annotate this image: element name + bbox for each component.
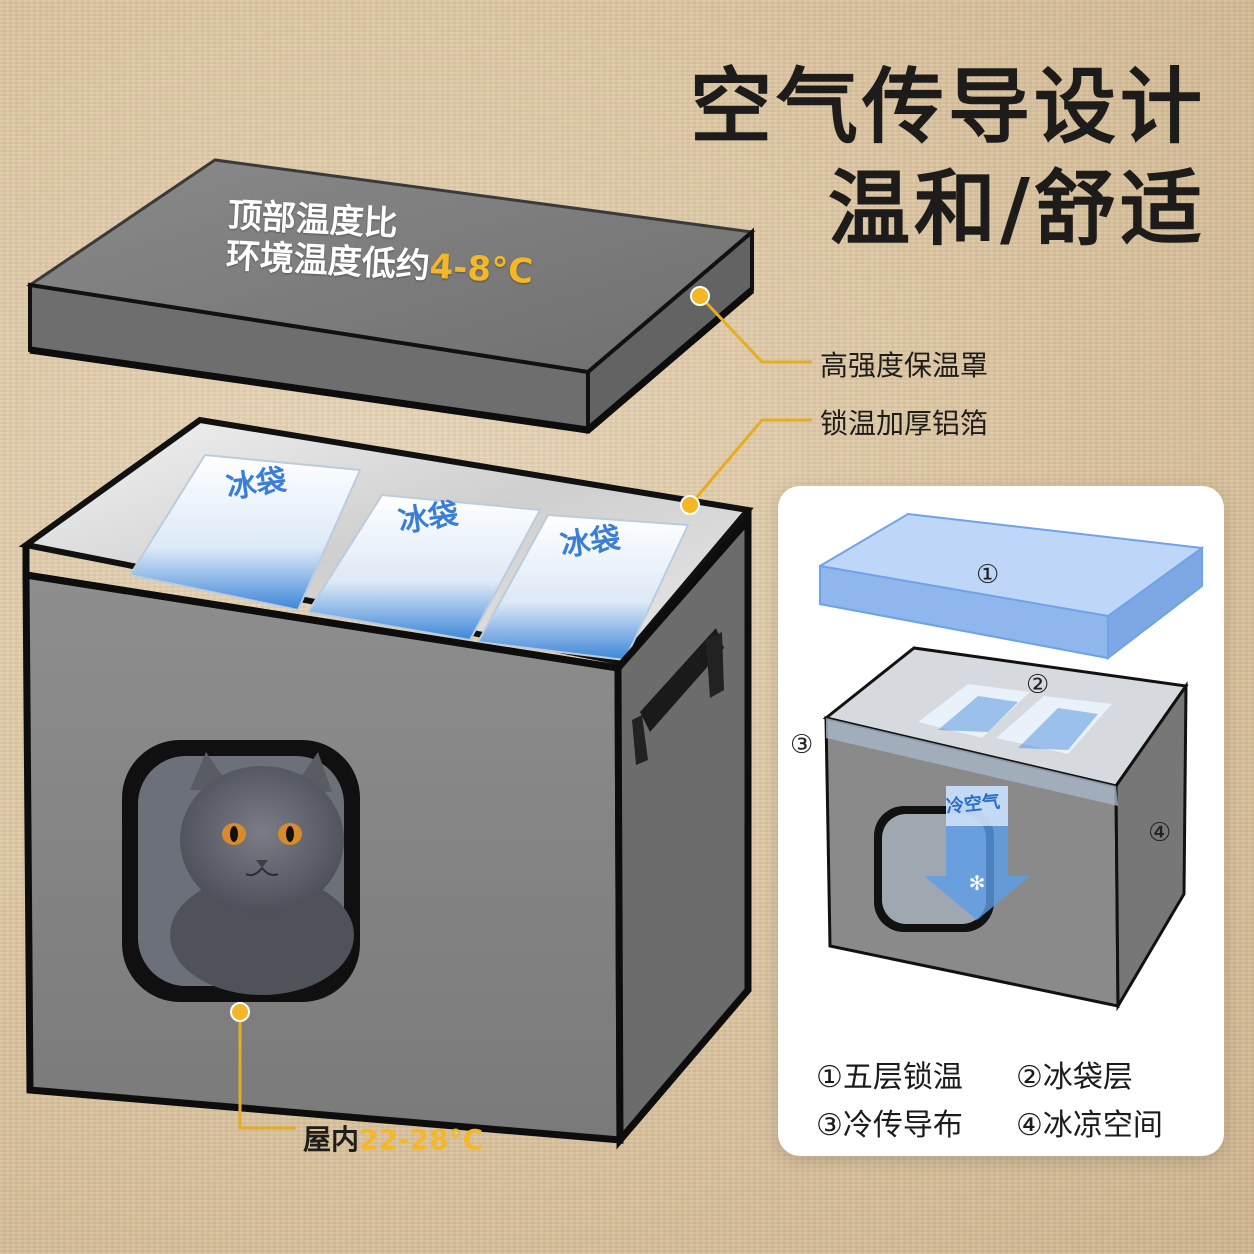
lid-temp-value: 4-8°C (428, 246, 535, 293)
indoor-value: 22-28°C (359, 1123, 484, 1156)
svg-text:✻: ✻ (969, 871, 986, 895)
legend-item-2: ②冰袋层 (1016, 1060, 1133, 1095)
callout-dots (230, 286, 710, 1022)
ice-pack-label: 冰袋 (396, 497, 460, 540)
legend-item-1: ①五层锁温 (816, 1060, 963, 1095)
marker-3: ③ (790, 730, 814, 760)
layer-diagram: ✻ (819, 512, 1204, 1012)
callout-cover: 高强度保温罩 (820, 349, 989, 382)
ice-pack-label: 冰袋 (558, 521, 622, 564)
marker-1: ① (976, 560, 1000, 590)
headline-line2: 温和/舒适 (828, 162, 1206, 257)
cat (170, 752, 354, 995)
box: 冰袋 冰袋 冰袋 (18, 416, 754, 1150)
indoor-prefix: 屋内 (303, 1123, 360, 1156)
headline-line1: 空气传导设计 (689, 60, 1206, 155)
callout-foil: 锁温加厚铝箔 (820, 407, 989, 440)
ice-pack (128, 453, 690, 662)
legend-item-3: ③冷传导布 (816, 1108, 963, 1143)
diagram-panel: ✻ 冷空气 ① ② ③ ④ ①五层锁温 ②冰袋层 ③冷传导布 ④冰凉空间 (778, 486, 1224, 1156)
callout-lines (238, 294, 812, 1130)
indoor-temp: 屋内22-28°C (303, 1118, 483, 1158)
legend-item-4: ④冰凉空间 (1016, 1108, 1163, 1143)
handle (632, 628, 724, 765)
ice-pack-label: 冰袋 (224, 463, 288, 506)
marker-2: ② (1026, 670, 1050, 700)
lid (25, 158, 756, 435)
marker-4: ④ (1148, 818, 1172, 848)
